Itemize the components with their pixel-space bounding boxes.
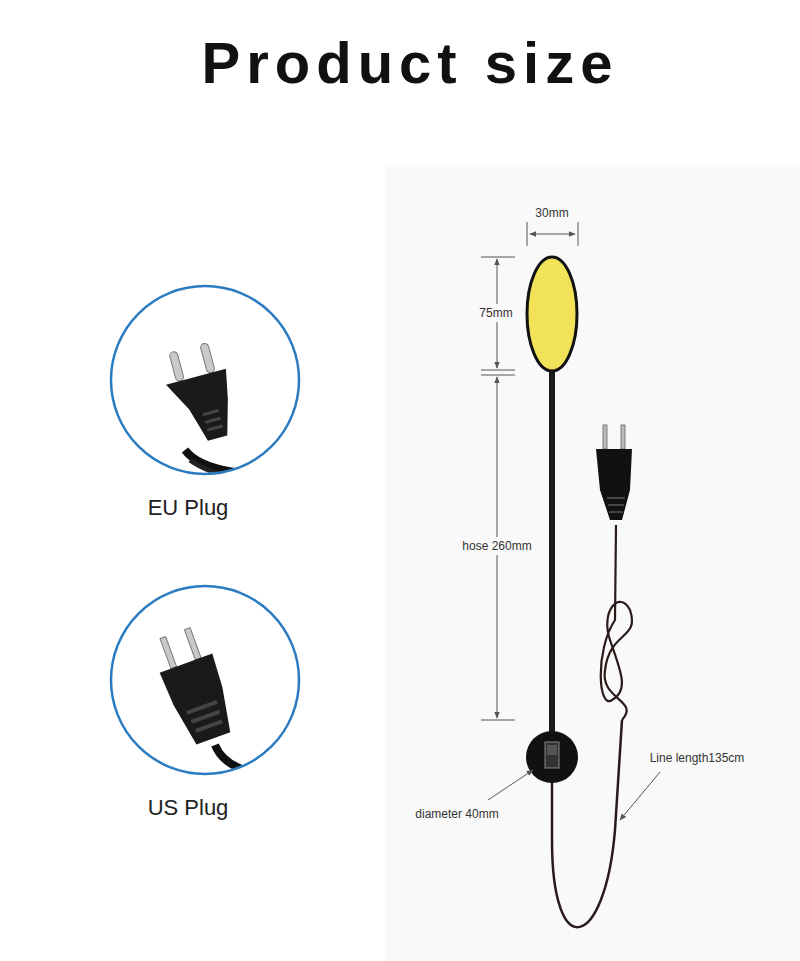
dimension-label: hose 260mm xyxy=(461,537,532,555)
page-title: Product size xyxy=(202,29,619,96)
lamp-drawing xyxy=(526,257,632,927)
dimension-label: diameter 40mm xyxy=(415,807,498,821)
plug-caption: EU Plug xyxy=(148,495,229,521)
dimension-label: 75mm xyxy=(478,304,513,322)
us-plug-picture xyxy=(112,587,310,775)
dimension-label: 30mm xyxy=(535,206,568,220)
panel-ground xyxy=(385,165,800,961)
dimension-label: Line length135cm xyxy=(650,751,745,765)
eu-plug-picture xyxy=(112,287,310,482)
plug-circle xyxy=(111,286,299,474)
plug-caption: US Plug xyxy=(148,795,229,821)
plug-circle xyxy=(111,586,299,774)
